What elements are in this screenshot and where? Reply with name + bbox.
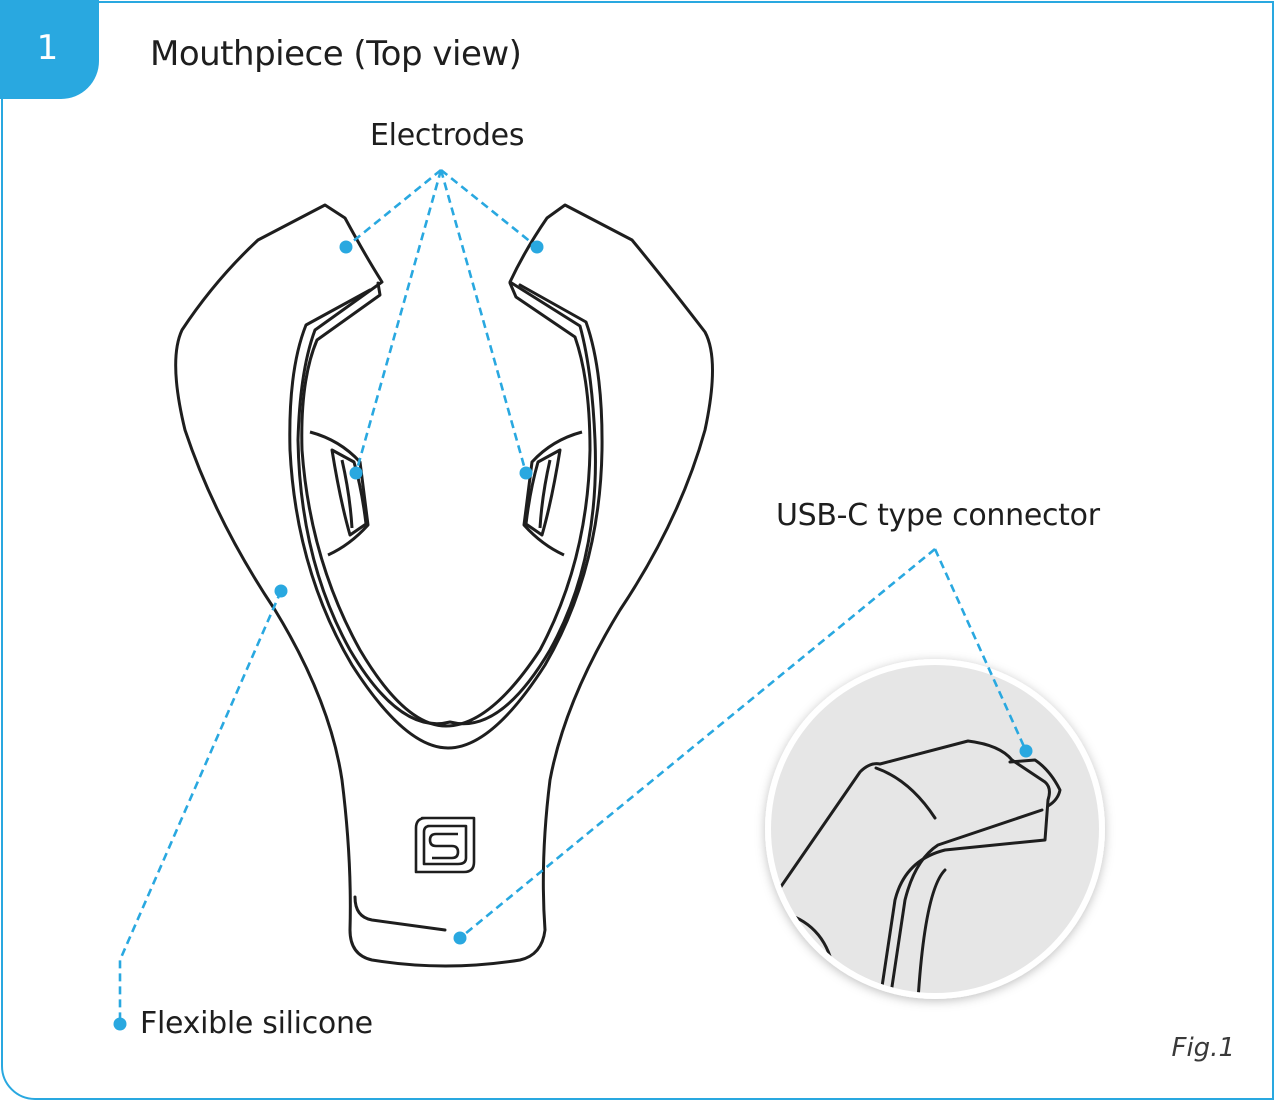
callout-usb-2 (933, 548, 1028, 752)
page-title: Mouthpiece (Top view) (150, 34, 522, 74)
callout-lines (118, 168, 1028, 1023)
callout-dots (113, 240, 1033, 1031)
step-number: 1 (36, 27, 59, 68)
callout-dot-electrode-1 (339, 240, 353, 254)
callout-dot-electrode-3 (519, 466, 533, 480)
mouthpiece-inner-rim (288, 281, 604, 750)
label-usb-connector: USB-C type connector (776, 498, 1100, 533)
callout-dot-usb-base (453, 931, 467, 945)
callout-dot-electrode-2 (349, 466, 363, 480)
callout-dot-silicone-label (113, 1017, 127, 1031)
callout-usb-1 (459, 547, 936, 940)
callout-electrode-3 (439, 169, 528, 474)
mouthpiece-body (174, 203, 714, 968)
callout-electrode-2 (354, 169, 443, 474)
step-badge: 1 (0, 0, 99, 99)
callout-dot-usb-inset (1019, 744, 1033, 758)
electrode-left (309, 430, 370, 557)
electrode-right (522, 430, 583, 557)
callout-dot-silicone-body (274, 584, 288, 598)
label-flexible-silicone: Flexible silicone (140, 1006, 373, 1041)
callout-dot-electrode-4 (530, 240, 544, 254)
callout-silicone (118, 590, 283, 1023)
usb-detail-inset (765, 659, 1105, 999)
sj-logo-icon (414, 816, 476, 874)
callout-electrode-1 (345, 168, 442, 249)
label-electrodes: Electrodes (370, 118, 525, 153)
figure-label: Fig.1 (1171, 1033, 1236, 1063)
callout-electrode-4 (440, 168, 538, 249)
usb-port-seam (353, 895, 447, 932)
